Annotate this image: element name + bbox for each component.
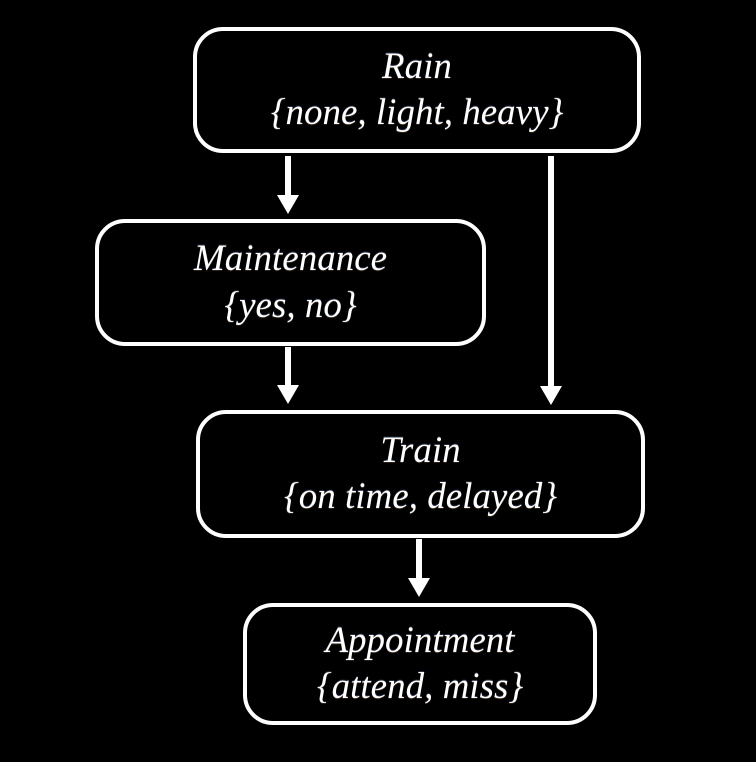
- edge-rain-maintenance: [277, 156, 299, 214]
- edge-train-appointment: [408, 539, 430, 597]
- node-appointment-label: Appointment: [325, 619, 515, 661]
- node-maintenance-values: {yes, no}: [224, 284, 357, 326]
- node-rain: Rain {none, light, heavy}: [193, 27, 641, 153]
- node-appointment-values: {attend, miss}: [316, 666, 524, 707]
- node-maintenance: Maintenance {yes, no}: [95, 219, 486, 346]
- node-rain-label: Rain: [382, 45, 452, 87]
- node-train: Train {on time, delayed}: [196, 410, 645, 538]
- node-maintenance-label: Maintenance: [193, 238, 388, 280]
- node-train-values: {on time, delayed}: [283, 476, 558, 517]
- node-train-label: Train: [380, 429, 461, 471]
- node-rain-values: {none, light, heavy}: [270, 92, 564, 133]
- node-appointment: Appointment {attend, miss}: [243, 603, 597, 725]
- edge-maintenance-train: [277, 347, 299, 404]
- edge-rain-train: [540, 156, 562, 405]
